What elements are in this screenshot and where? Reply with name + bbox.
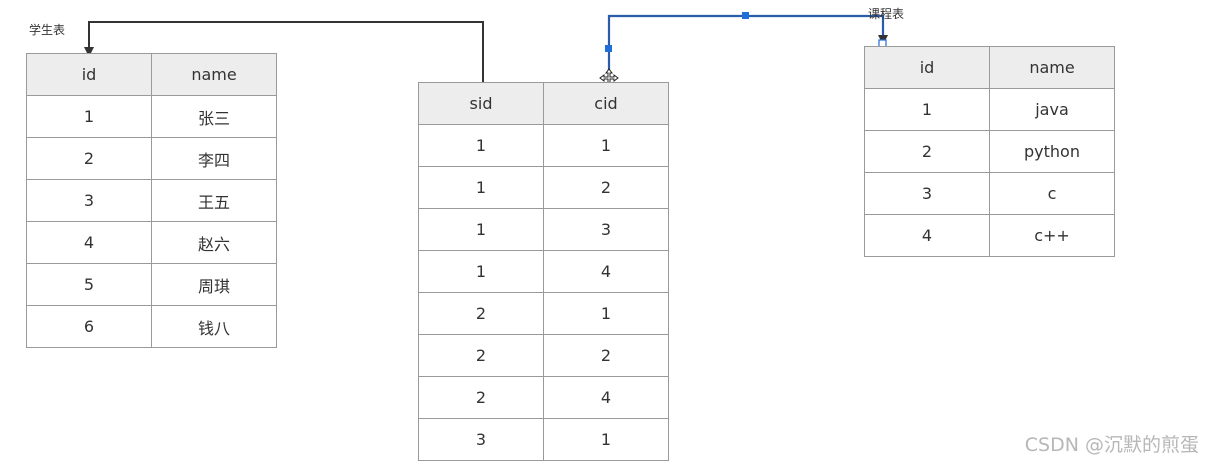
table-row[interactable]: 4 c++ [864, 214, 1115, 257]
student-table-label: 学生表 [29, 23, 66, 37]
course-table-label: 课程表 [868, 7, 905, 21]
cell-sid[interactable]: 1 [418, 166, 544, 209]
table-row[interactable]: 4 赵六 [26, 221, 277, 264]
table-row[interactable]: 3 1 [418, 418, 669, 461]
student-table[interactable]: id name 1 张三 2 李四 3 王五 4 赵六 5 周琪 6 钱八 [26, 53, 277, 348]
cell-name[interactable]: java [989, 88, 1115, 131]
table-header-row: id name [26, 53, 277, 96]
cell-name[interactable]: 周琪 [151, 263, 277, 306]
cell-cid[interactable]: 1 [543, 124, 669, 167]
cell-cid[interactable]: 3 [543, 208, 669, 251]
column-header-name[interactable]: name [151, 53, 277, 96]
connector-segment-handle[interactable] [605, 45, 612, 52]
cell-cid[interactable]: 2 [543, 334, 669, 377]
cell-sid[interactable]: 1 [418, 250, 544, 293]
cell-cid[interactable]: 1 [543, 418, 669, 461]
cell-name[interactable]: python [989, 130, 1115, 173]
table-row[interactable]: 1 1 [418, 124, 669, 167]
table-row[interactable]: 1 2 [418, 166, 669, 209]
cell-id[interactable]: 5 [26, 263, 152, 306]
cell-name[interactable]: 王五 [151, 179, 277, 222]
cell-sid[interactable]: 2 [418, 292, 544, 335]
cell-cid[interactable]: 1 [543, 292, 669, 335]
cell-sid[interactable]: 1 [418, 208, 544, 251]
cell-cid[interactable]: 2 [543, 166, 669, 209]
table-row[interactable]: 2 李四 [26, 137, 277, 180]
table-row[interactable]: 3 c [864, 172, 1115, 215]
table-row[interactable]: 3 王五 [26, 179, 277, 222]
cell-id[interactable]: 3 [26, 179, 152, 222]
cell-id[interactable]: 4 [864, 214, 990, 257]
cell-cid[interactable]: 4 [543, 376, 669, 419]
cell-id[interactable]: 1 [26, 95, 152, 138]
course-table[interactable]: id name 1 java 2 python 3 c 4 c++ [864, 46, 1115, 257]
table-row[interactable]: 1 3 [418, 208, 669, 251]
column-header-name[interactable]: name [989, 46, 1115, 89]
cell-name[interactable]: 赵六 [151, 221, 277, 264]
table-row[interactable]: 2 2 [418, 334, 669, 377]
table-row[interactable]: 2 1 [418, 292, 669, 335]
table-header-row: sid cid [418, 82, 669, 125]
table-row[interactable]: 2 python [864, 130, 1115, 173]
cell-id[interactable]: 4 [26, 221, 152, 264]
cell-name[interactable]: c [989, 172, 1115, 215]
cell-sid[interactable]: 2 [418, 376, 544, 419]
table-row[interactable]: 6 钱八 [26, 305, 277, 348]
cell-name[interactable]: 李四 [151, 137, 277, 180]
cell-id[interactable]: 3 [864, 172, 990, 215]
table-row[interactable]: 5 周琪 [26, 263, 277, 306]
connector-midpoint-handle[interactable] [742, 12, 749, 19]
table-row[interactable]: 1 张三 [26, 95, 277, 138]
cell-name[interactable]: c++ [989, 214, 1115, 257]
cell-sid[interactable]: 1 [418, 124, 544, 167]
cell-sid[interactable]: 2 [418, 334, 544, 377]
column-header-sid[interactable]: sid [418, 82, 544, 125]
column-header-cid[interactable]: cid [543, 82, 669, 125]
cell-sid[interactable]: 3 [418, 418, 544, 461]
table-row[interactable]: 1 4 [418, 250, 669, 293]
student-connector-line[interactable] [84, 21, 484, 82]
cell-id[interactable]: 6 [26, 305, 152, 348]
table-row[interactable]: 2 4 [418, 376, 669, 419]
cell-id[interactable]: 1 [864, 88, 990, 131]
column-header-id[interactable]: id [26, 53, 152, 96]
column-header-id[interactable]: id [864, 46, 990, 89]
cell-id[interactable]: 2 [26, 137, 152, 180]
cell-name[interactable]: 张三 [151, 95, 277, 138]
course-connector-line[interactable] [607, 14, 888, 80]
cell-id[interactable]: 2 [864, 130, 990, 173]
cell-name[interactable]: 钱八 [151, 305, 277, 348]
table-row[interactable]: 1 java [864, 88, 1115, 131]
cell-cid[interactable]: 4 [543, 250, 669, 293]
table-header-row: id name [864, 46, 1115, 89]
link-table[interactable]: sid cid 1 1 1 2 1 3 1 4 2 1 2 2 2 [418, 82, 669, 461]
watermark: CSDN @沉默的煎蛋 [1024, 434, 1199, 456]
